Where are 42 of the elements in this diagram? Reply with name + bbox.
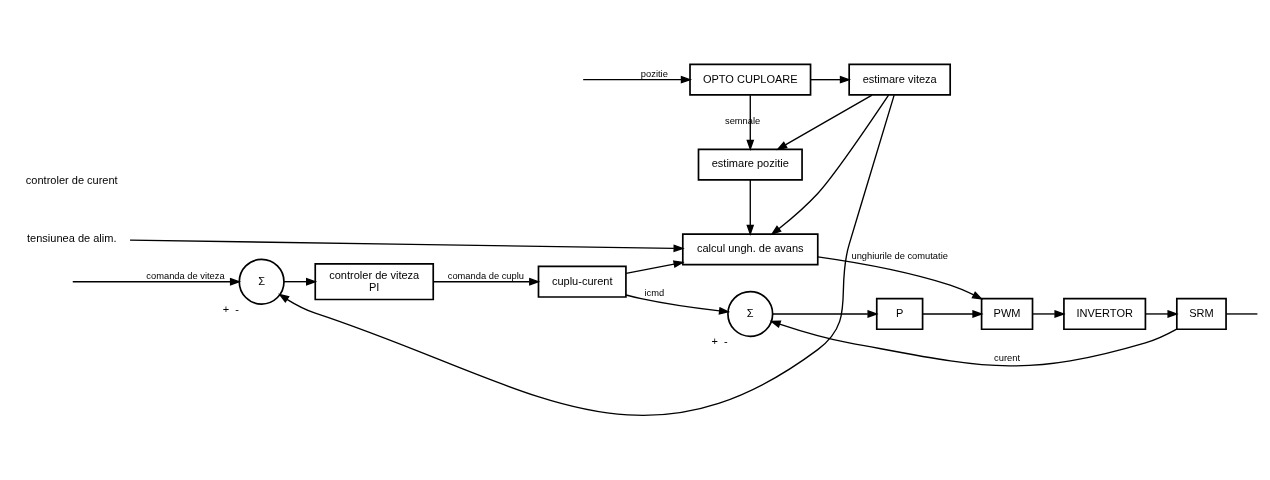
node-circle: Σ — [238, 258, 285, 305]
label: controler de curent — [25, 174, 118, 187]
edge-label: curent — [994, 353, 1021, 364]
node-circle: Σ — [727, 290, 774, 338]
edge-label: pozitie — [640, 68, 668, 79]
node-box: estimare viteza — [848, 63, 952, 96]
arrow — [625, 294, 731, 315]
edge-label: unghiurile de comutatie — [851, 250, 948, 261]
arrow — [283, 277, 318, 286]
arrow — [746, 179, 755, 236]
arrow — [1031, 310, 1066, 318]
node-label: + - — [711, 335, 728, 347]
node-label: + - — [222, 302, 240, 315]
edge-label: comanda de viteza — [146, 270, 225, 281]
node-box: estimare pozitie — [697, 148, 803, 181]
edge-label: comanda de cuplu — [447, 270, 524, 281]
node-box: PWM — [980, 297, 1034, 331]
node-box: INVERTOR — [1063, 297, 1147, 331]
arrow — [625, 260, 685, 275]
arrow — [278, 94, 895, 416]
arrow — [582, 75, 692, 84]
arrow — [1144, 310, 1179, 318]
arrow — [776, 94, 873, 151]
node-box: cuplu-curent — [537, 265, 627, 298]
node-box: P — [875, 297, 924, 331]
arrow — [432, 277, 541, 286]
arrow — [817, 256, 984, 300]
edge-label: icmd — [644, 287, 665, 298]
arrow — [746, 94, 755, 152]
node-text: tensiunea de alim. — [27, 232, 117, 245]
connector — [1225, 313, 1259, 315]
arrow — [129, 239, 685, 253]
node-box: calcul ungh. de avans — [681, 233, 819, 266]
node-box: SRM — [1175, 297, 1227, 331]
arrow — [922, 310, 984, 318]
arrow — [769, 320, 1178, 367]
node-box: OPTO CUPLOARE — [689, 63, 812, 96]
arrow — [770, 94, 890, 236]
arrow — [72, 277, 242, 286]
node-box: controler de viteza PI — [314, 263, 435, 301]
arrow — [771, 310, 879, 318]
arrow — [809, 75, 852, 84]
